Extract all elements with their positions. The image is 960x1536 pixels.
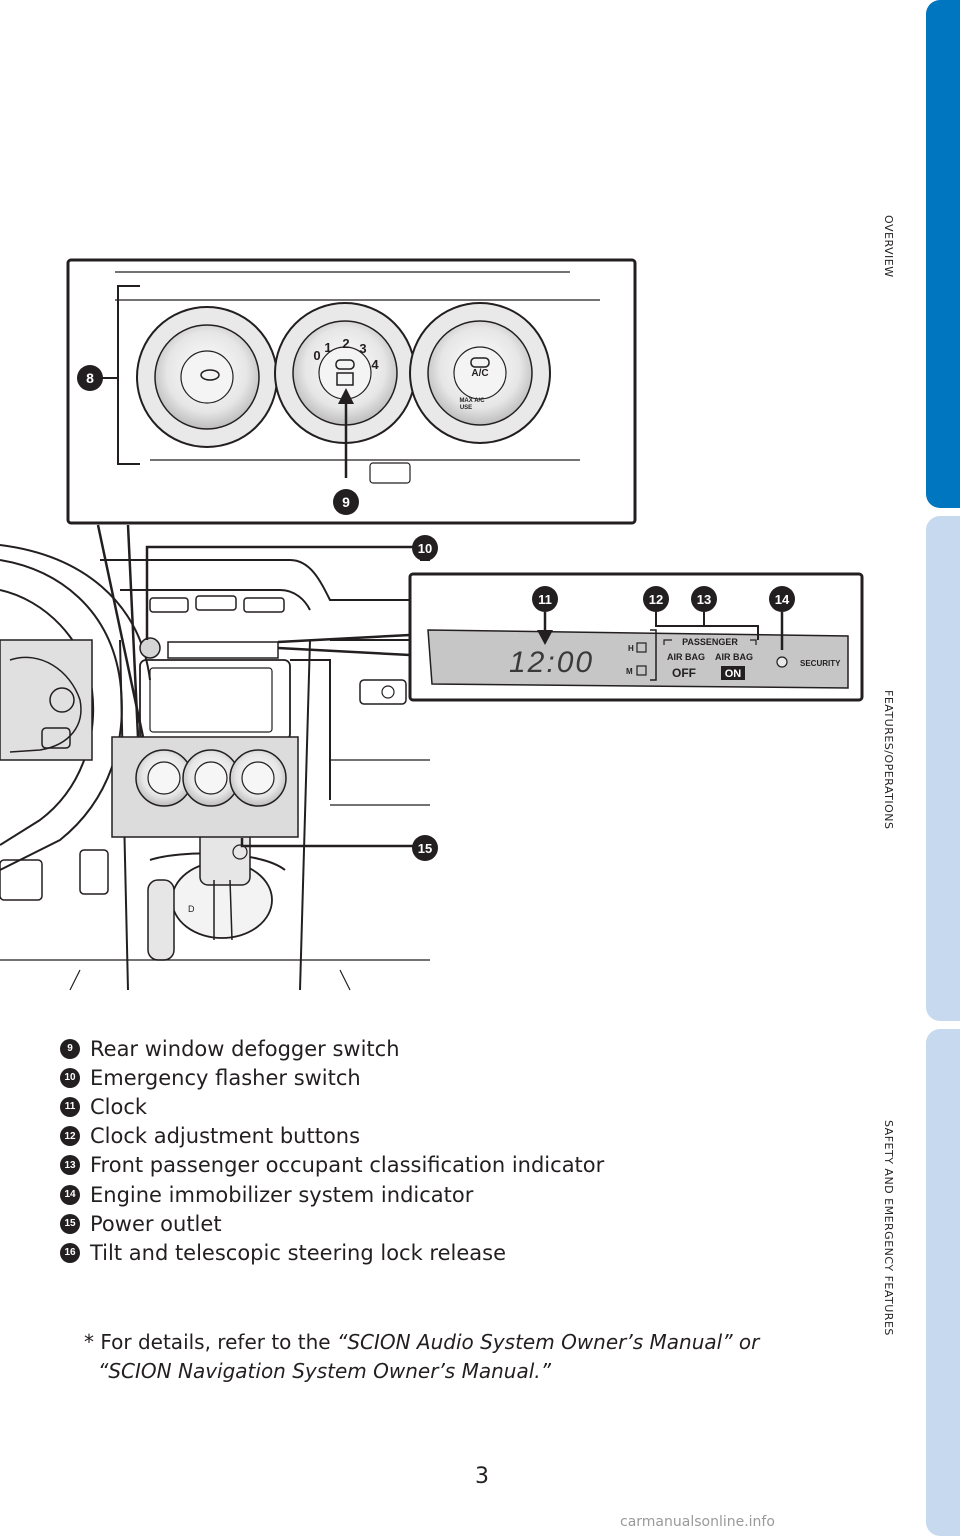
footnote-manual-1: “SCION Audio System Owner’s Manual” or	[336, 1330, 760, 1354]
legend-number-badge: 15	[60, 1213, 80, 1234]
airbag-on-indicator: ON	[725, 668, 742, 680]
svg-text:10: 10	[418, 541, 432, 556]
tab-features-operations[interactable]	[926, 516, 960, 1021]
dashboard-illustration: D	[0, 258, 864, 991]
legend-text: Clock adjustment buttons	[90, 1124, 361, 1149]
legend-list: 9 Rear window defogger switch 10 Emergen…	[60, 1034, 604, 1268]
callout-13: 13	[691, 586, 717, 612]
svg-text:13: 13	[697, 592, 711, 607]
legend-number-badge: 16	[60, 1242, 80, 1263]
callout-14: 14	[769, 586, 795, 612]
legend-number-badge: 9	[60, 1038, 80, 1059]
legend-text: Emergency flasher switch	[90, 1065, 361, 1090]
use-label: USE	[460, 405, 472, 411]
legend-number-badge: 10	[60, 1067, 80, 1088]
ac-label: A/C	[471, 368, 488, 379]
max-ac-label: MAX A/C	[459, 398, 485, 404]
fan-speed-3: 3	[359, 341, 366, 356]
legend-item: 10 Emergency flasher switch	[60, 1063, 604, 1092]
legend-item: 16 Tilt and telescopic steering lock rel…	[60, 1238, 604, 1267]
clock-display: 12:00	[509, 646, 594, 679]
legend-text: Front passenger occupant classification …	[90, 1153, 605, 1178]
hour-label: H	[628, 644, 634, 653]
side-label-features: FEATURES/OPERATIONS	[882, 690, 895, 830]
callout-12: 12	[643, 586, 669, 612]
fan-speed-2: 2	[342, 336, 349, 351]
legend-item: 11 Clock	[60, 1092, 604, 1121]
passenger-label: PASSENGER	[682, 637, 738, 647]
airbag-off-indicator: OFF	[672, 666, 696, 680]
airbag-on-label: AIR BAG	[715, 652, 753, 662]
climate-control-inset: 2 1 0 3 4 A/C MAX A/C USE	[66, 258, 637, 525]
minute-label: M	[626, 667, 633, 676]
svg-text:D: D	[188, 904, 195, 914]
leader-lines	[96, 524, 425, 848]
legend-text: Tilt and telescopic steering lock releas…	[90, 1240, 507, 1265]
svg-text:9: 9	[342, 494, 350, 510]
legend-item: 9 Rear window defogger switch	[60, 1034, 604, 1063]
callout-9: 9	[333, 489, 359, 515]
fan-speed-4: 4	[371, 357, 379, 372]
legend-item: 15 Power outlet	[60, 1209, 604, 1238]
legend-item: 14 Engine immobilizer system indicator	[60, 1180, 604, 1209]
legend-text: Engine immobilizer system indicator	[90, 1182, 474, 1207]
legend-item: 13 Front passenger occupant classificati…	[60, 1151, 604, 1180]
watermark: carmanualsonline.info	[620, 1514, 775, 1530]
svg-text:14: 14	[775, 592, 790, 607]
page-number: 3	[475, 1464, 489, 1489]
climate-inset-small	[111, 736, 299, 838]
side-label-safety: SAFETY AND EMERGENCY FEATURES	[882, 1120, 895, 1336]
callout-15: 15	[412, 835, 438, 861]
legend-item: 12 Clock adjustment buttons	[60, 1122, 604, 1151]
svg-text:12: 12	[649, 592, 663, 607]
footnote-manual-2: “SCION Navigation System Owner’s Manual.…	[98, 1359, 551, 1383]
svg-text:15: 15	[418, 841, 432, 856]
tab-overview[interactable]	[926, 0, 960, 508]
footnote-prefix: * For details, refer to the	[84, 1330, 337, 1354]
callout-11: 11	[532, 586, 558, 612]
callout-10: 10	[412, 535, 438, 561]
legend-text: Power outlet	[90, 1211, 222, 1236]
legend-number-badge: 11	[60, 1096, 80, 1117]
legend-text: Rear window defogger switch	[90, 1036, 400, 1061]
callout-8: 8	[77, 365, 103, 391]
fan-speed-0: 0	[313, 348, 320, 363]
svg-text:8: 8	[86, 370, 94, 386]
security-label: SECURITY	[800, 659, 841, 668]
dashboard-drawing: D	[0, 544, 430, 991]
svg-text:11: 11	[538, 592, 552, 607]
legend-number-badge: 13	[60, 1155, 80, 1176]
side-label-overview: OVERVIEW	[882, 215, 895, 278]
fan-speed-1: 1	[324, 340, 331, 355]
airbag-off-label: AIR BAG	[667, 652, 705, 662]
legend-text: Clock	[90, 1094, 148, 1119]
tab-safety-emergency[interactable]	[926, 1029, 960, 1536]
legend-number-badge: 14	[60, 1184, 80, 1205]
display-panel-inset: 12:00 H M PASSENGER AIR BAG AIR BAG OFF …	[408, 572, 864, 702]
footnote: * For details, refer to the “SCION Audio…	[84, 1328, 759, 1386]
legend-number-badge: 12	[60, 1126, 80, 1147]
